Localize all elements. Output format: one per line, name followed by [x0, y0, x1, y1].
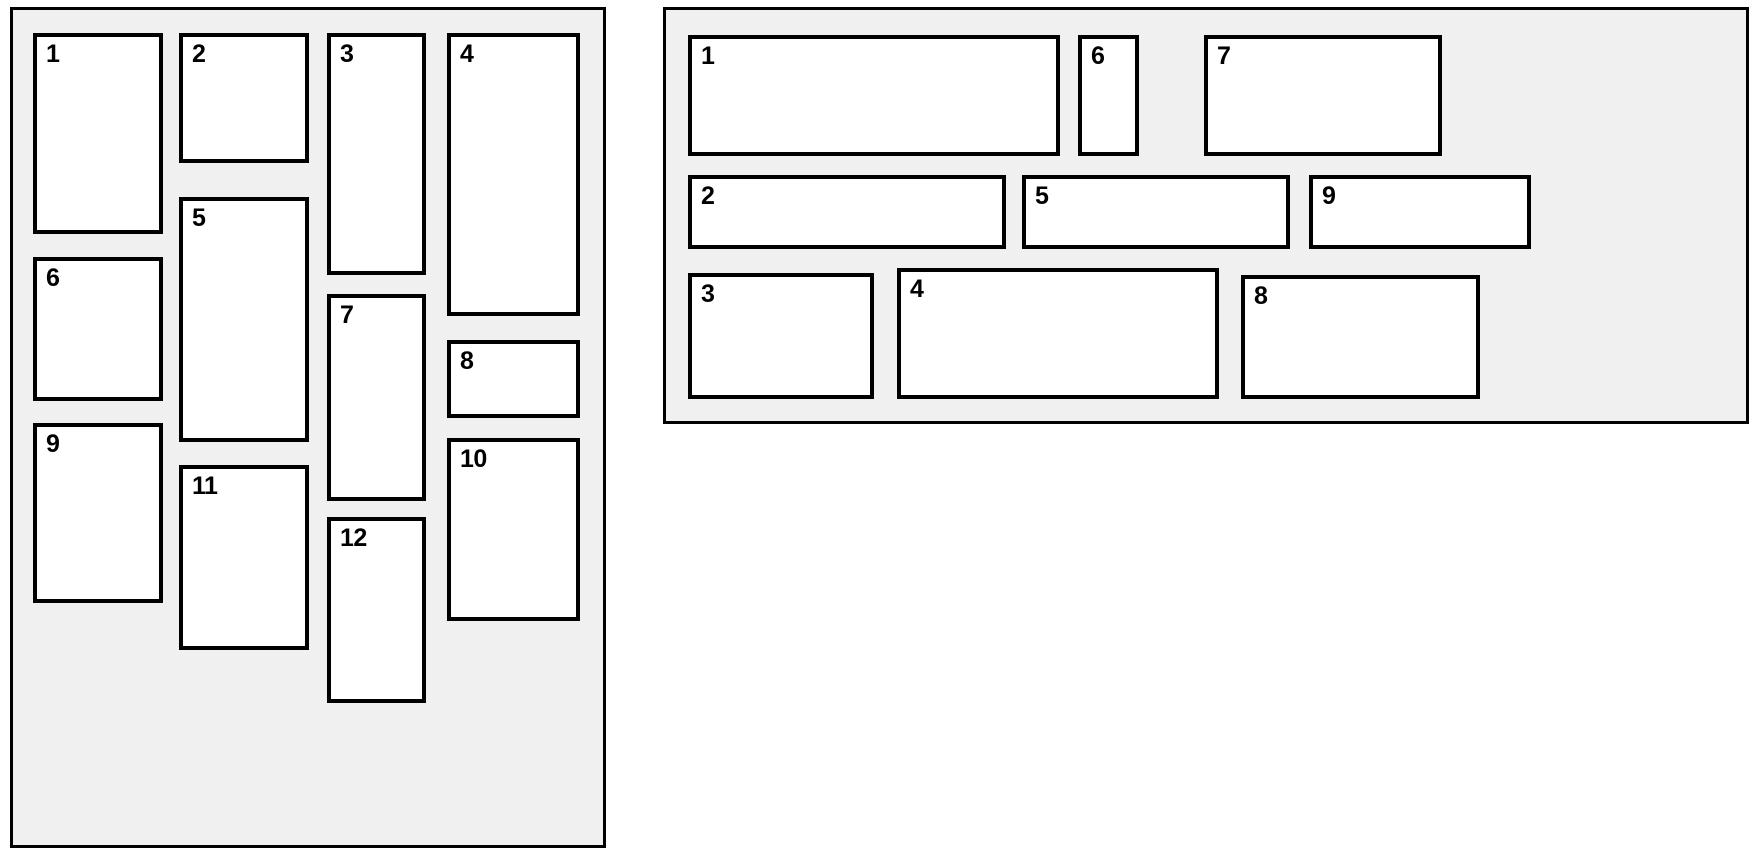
box-label: 1 — [46, 40, 60, 68]
box-label: 3 — [340, 40, 354, 68]
box-label: 6 — [1091, 42, 1105, 70]
right-panel-box-7[interactable]: 7 — [1204, 35, 1442, 156]
box-label: 11 — [192, 472, 218, 500]
right-panel-box-3[interactable]: 3 — [688, 273, 874, 399]
right-panel-box-4[interactable]: 4 — [897, 268, 1219, 399]
right-panel-box-1[interactable]: 1 — [688, 35, 1060, 156]
left-panel-box-12[interactable]: 12 — [327, 517, 426, 703]
box-label: 10 — [460, 445, 487, 473]
right-panel-box-5[interactable]: 5 — [1022, 175, 1290, 249]
box-label: 2 — [701, 182, 715, 210]
left-panel-box-5[interactable]: 5 — [179, 197, 309, 442]
right-panel-box-9[interactable]: 9 — [1309, 175, 1531, 249]
box-label: 9 — [46, 430, 60, 458]
box-label: 9 — [1322, 182, 1336, 210]
box-label: 5 — [192, 204, 206, 232]
left-panel-box-11[interactable]: 11 — [179, 465, 309, 650]
left-panel-box-6[interactable]: 6 — [33, 257, 163, 401]
left-panel-box-2[interactable]: 2 — [179, 33, 309, 163]
left-panel-box-1[interactable]: 1 — [33, 33, 163, 234]
box-label: 3 — [701, 280, 715, 308]
right-panel-box-6[interactable]: 6 — [1078, 35, 1139, 156]
box-label: 8 — [1254, 282, 1268, 310]
left-panel-box-3[interactable]: 3 — [327, 33, 426, 275]
box-label: 1 — [701, 42, 715, 70]
box-label: 7 — [1217, 42, 1231, 70]
left-panel: 1 2 3 4 5 6 7 8 9 10 11 — [10, 7, 606, 848]
box-label: 12 — [340, 524, 367, 552]
left-panel-box-10[interactable]: 10 — [447, 438, 580, 621]
right-panel: 1 6 7 2 5 9 3 4 8 — [663, 7, 1749, 424]
left-panel-box-4[interactable]: 4 — [447, 33, 580, 316]
box-label: 7 — [340, 301, 354, 329]
right-panel-box-2[interactable]: 2 — [688, 175, 1006, 249]
box-label: 2 — [192, 40, 206, 68]
box-label: 5 — [1035, 182, 1049, 210]
box-label: 8 — [460, 347, 474, 375]
box-label: 4 — [460, 40, 474, 68]
box-label: 6 — [46, 264, 60, 292]
left-panel-box-7[interactable]: 7 — [327, 294, 426, 501]
left-panel-box-9[interactable]: 9 — [33, 423, 163, 603]
left-panel-box-8[interactable]: 8 — [447, 340, 580, 418]
box-label: 4 — [910, 275, 924, 303]
right-panel-box-8[interactable]: 8 — [1241, 275, 1480, 399]
